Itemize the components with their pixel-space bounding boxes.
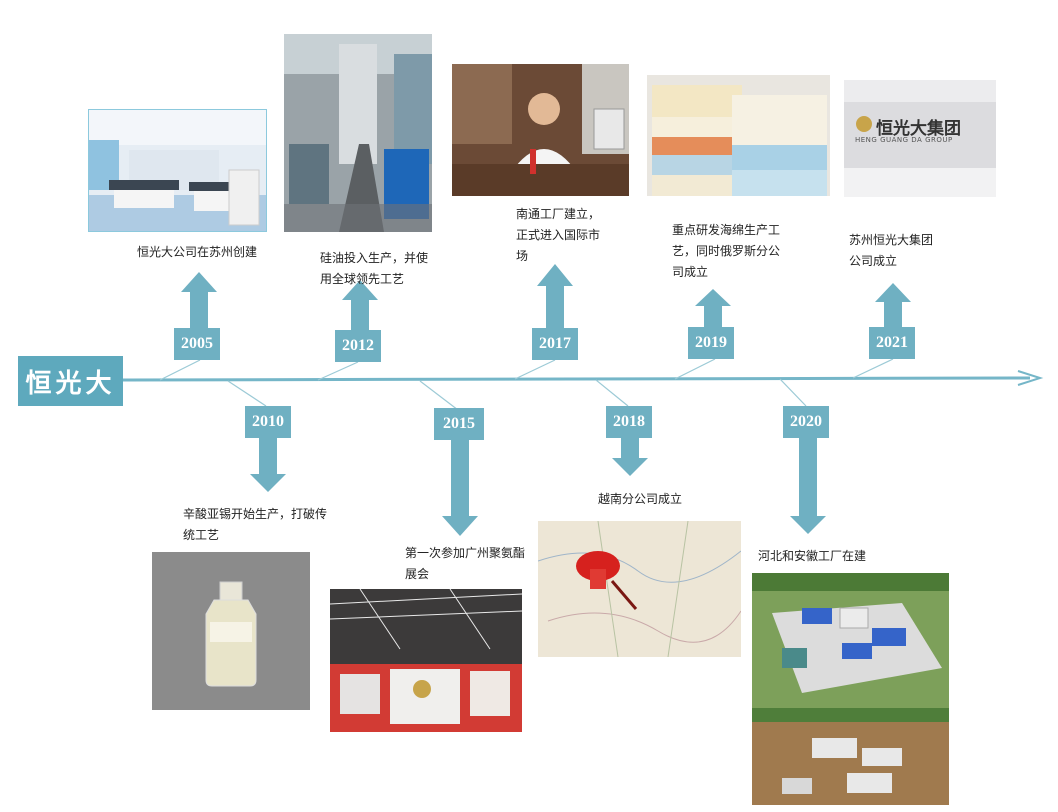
timeline-axis [122,376,1031,382]
map-pin-photo [538,521,741,657]
caption-2010: 辛酸亚锡开始生产，打破传统工艺 [183,507,328,542]
office-portrait-photo [452,64,629,196]
factory-conveyor-photo [284,34,432,232]
caption-2019: 重点研发海绵生产工艺，同时俄罗斯分公司成立 [672,223,781,279]
connector-2010 [227,380,267,407]
connector-2018 [595,379,629,407]
up-arrow-2017 [537,264,573,328]
up-arrow-2005 [181,272,217,328]
year-label-2017: 2017 [532,328,578,360]
connector-2019 [674,358,716,380]
plant-construction-photo [752,573,949,805]
exhibition-booth-photo [330,589,522,732]
down-arrow-2020 [790,438,826,534]
year-label-2012: 2012 [335,330,381,362]
lobby-sign-name: 恒光大集团 [876,119,961,139]
year-label-2020: 2020 [783,406,829,438]
up-arrow-2019 [695,289,731,328]
brand-title: 恒光大 [18,356,123,406]
caption-2005: 恒光大公司在苏州创建 [137,245,258,259]
up-arrow-2012 [342,280,378,330]
down-arrow-2015 [442,440,478,536]
down-arrow-2018 [612,438,648,476]
chemical-bottle-photo [152,552,310,710]
year-label-2015: 2015 [434,408,484,440]
lobby-sign-english: HENG GUANG DA GROUP [855,136,953,144]
caption-2018: 越南分公司成立 [598,492,683,506]
caption-2020: 河北和安徽工厂在建 [758,549,867,563]
connector-2005 [159,359,201,381]
foam-sponge-photo [647,75,830,196]
year-label-2021: 2021 [869,327,915,359]
caption-2015: 第一次参加广州聚氨酯展会 [405,546,526,581]
year-label-2005: 2005 [174,328,220,360]
connector-2021 [852,358,894,379]
connector-2012 [317,361,359,381]
group-lobby-photo: 恒光大集团 HENG GUANG DA GROUP [844,80,996,197]
axis-arrowhead [1017,370,1044,386]
connector-2015 [419,380,459,411]
year-label-2019: 2019 [688,327,734,359]
caption-2021: 苏州恒光大集团公司成立 [849,233,934,268]
year-label-2010: 2010 [245,406,291,438]
up-arrow-2021 [875,283,911,328]
laboratory-photo [88,109,267,232]
connector-2017 [514,359,556,380]
caption-2017: 南通工厂建立，正式进入国际市场 [516,207,601,263]
caption-2012: 硅油投入生产，并使用全球领先工艺 [320,251,429,286]
down-arrow-2010 [250,438,286,492]
connector-2020 [779,378,807,407]
year-label-2018: 2018 [606,406,652,438]
